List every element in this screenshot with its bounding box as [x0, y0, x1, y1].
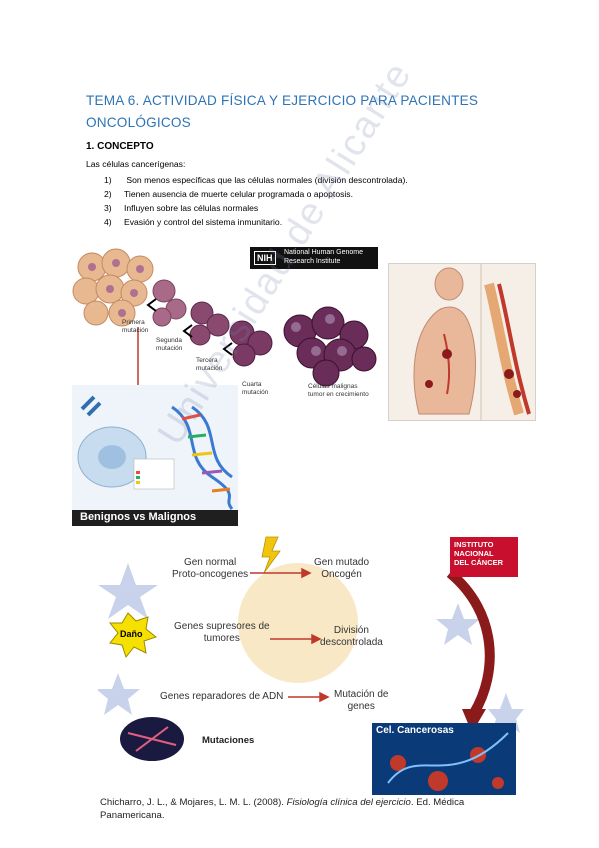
list-item: 1) Son menos específicas que las células… [104, 175, 408, 185]
title-line-1: TEMA 6. ACTIVIDAD FÍSICA Y EJERCICIO PAR… [86, 93, 479, 108]
mutation-progression-figure: NIH National Human Genome Research Insti… [72, 247, 382, 526]
body-illustration [413, 264, 531, 420]
list-item: 4)Evasión y control del sistema inmunita… [104, 217, 283, 227]
gene-diagram-background [96, 536, 524, 795]
citation-publisher: . Ed. Médica Panamericana. [100, 797, 465, 821]
label-cel-cancerosas: Cel. Cancerosas [376, 725, 454, 736]
label-dano: Daño [120, 629, 143, 639]
document-title: TEMA 6. ACTIVIDAD FÍSICA Y EJERCICIO PAR… [86, 90, 506, 134]
gene-mutation-diagram: INSTITUTO NACIONAL DEL CÁNCER Gen normal… [96, 533, 524, 795]
citation: Chicharro, J. L., & Mojares, L. M. L. (2… [100, 796, 520, 822]
nih-name-line-2: Research Institute [284, 258, 341, 265]
list-item: 2)Tienen ausencia de muerte celular prog… [104, 189, 353, 199]
nih-logo: NIH National Human Genome Research Insti… [250, 247, 378, 269]
citation-book: Fisiología clínica del ejercicio [286, 797, 411, 808]
label-genes-reparadores: Genes reparadores de ADN [160, 691, 284, 702]
list-item: 3)Influyen sobre las células normales [104, 203, 259, 213]
mutation-illustration [72, 248, 377, 526]
section-heading: 1. CONCEPTO [86, 141, 154, 152]
label-mutaciones: Mutaciones [202, 735, 255, 746]
characteristics-list: 1) Son menos específicas que las células… [104, 173, 408, 229]
intro-text: Las células cancerígenas: [86, 159, 186, 169]
metastasis-body-figure [388, 263, 536, 421]
citation-authors: Chicharro, J. L., & Mojares, L. M. L. (2… [100, 797, 287, 808]
institute-badge: INSTITUTO NACIONAL DEL CÁNCER [450, 537, 518, 577]
nih-name-line-1: National Human Genome [284, 249, 363, 256]
title-line-2: ONCOLÓGICOS [86, 115, 191, 130]
nih-logo-mark: NIH [254, 251, 276, 265]
benign-vs-malignant-banner: Benignos vs Malignos [80, 511, 197, 523]
